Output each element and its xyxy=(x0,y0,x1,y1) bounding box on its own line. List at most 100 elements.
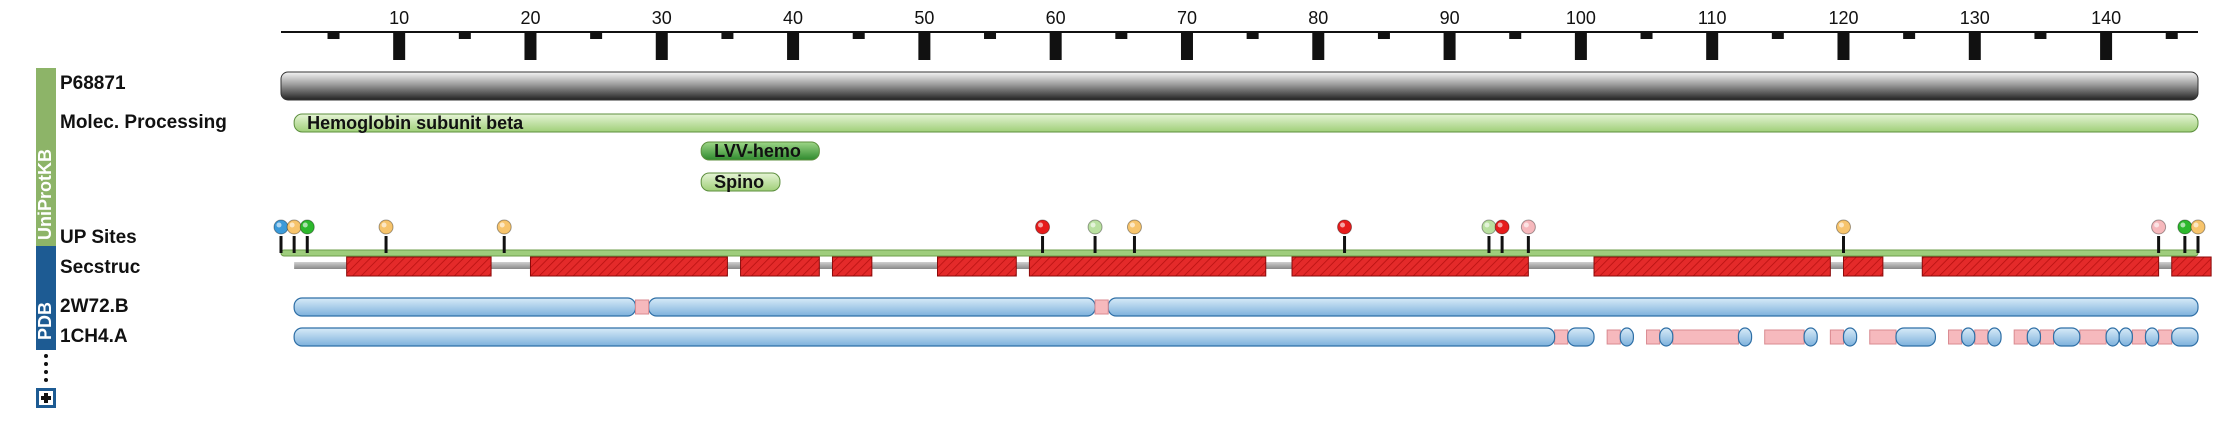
pdb-mismatch xyxy=(1869,329,1897,345)
up-sites-track-label: UP Sites xyxy=(60,227,137,248)
molec-feature-bar[interactable] xyxy=(700,141,820,161)
molec-feature-label: Spino xyxy=(714,172,764,192)
ruler-major-tick xyxy=(1049,32,1062,60)
secstruc-helix[interactable] xyxy=(1593,256,1831,277)
site-highlight xyxy=(499,222,505,228)
ruler-minor-tick xyxy=(984,32,997,39)
secstruc-helix[interactable] xyxy=(2171,256,2212,277)
ruler-major-tick xyxy=(918,32,931,60)
pdb-mismatch xyxy=(1974,329,1989,345)
site-marker[interactable] xyxy=(2151,219,2167,235)
pdb-chain-segment[interactable] xyxy=(1987,327,2002,347)
ruler-minor-tick xyxy=(2165,32,2178,39)
pdb-chain-segment[interactable] xyxy=(1567,327,1595,347)
ruler-major-tick xyxy=(2100,32,2113,60)
ruler-major-tick xyxy=(1443,32,1456,60)
ruler-minor-tick xyxy=(852,32,865,39)
pdb-chain-segment[interactable] xyxy=(2105,327,2120,347)
ruler-minor-tick xyxy=(2034,32,2047,39)
ruler-minor-tick xyxy=(1115,32,1128,39)
ruler-tick-label: 80 xyxy=(1308,8,1328,28)
pdb-chain-segment[interactable] xyxy=(2144,327,2160,347)
site-highlight xyxy=(1497,222,1503,228)
secstruc-helix[interactable] xyxy=(937,256,1017,277)
secstruc-track-label: Secstruc xyxy=(60,257,141,278)
pdb-mismatch xyxy=(2013,329,2028,345)
secstruc-helix[interactable] xyxy=(1291,256,1529,277)
site-marker[interactable] xyxy=(1126,219,1142,235)
pdb-mismatch xyxy=(635,299,650,315)
molec-feature-label: Hemoglobin subunit beta xyxy=(307,113,524,133)
site-highlight xyxy=(276,222,282,228)
secstruc-helix[interactable] xyxy=(740,256,820,277)
molec-feature-bar[interactable] xyxy=(700,172,781,192)
sites-baseline xyxy=(280,249,2199,257)
pdb-chain-segment[interactable] xyxy=(1619,327,1635,347)
molec-feature-bar[interactable] xyxy=(293,113,2199,133)
site-marker[interactable] xyxy=(1087,219,1103,235)
pdb-chain-segment[interactable] xyxy=(2171,327,2199,347)
ruler-minor-tick xyxy=(721,32,734,39)
site-marker[interactable] xyxy=(1494,219,1510,235)
pdb-mismatch xyxy=(1554,329,1569,345)
site-marker[interactable] xyxy=(378,219,394,235)
expand-tracks-button[interactable] xyxy=(36,388,56,408)
site-marker[interactable] xyxy=(273,219,289,235)
ruler-major-tick xyxy=(1837,32,1850,60)
pdb-mismatch xyxy=(1764,329,1805,345)
pdb-chain-segment[interactable] xyxy=(2026,327,2042,347)
ruler-major-tick xyxy=(393,32,406,60)
site-marker[interactable] xyxy=(1035,219,1051,235)
site-marker[interactable] xyxy=(1337,219,1353,235)
pdb-chain-segment[interactable] xyxy=(1842,327,1858,347)
plus-icon xyxy=(41,393,51,403)
ruler-tick-label: 70 xyxy=(1177,8,1197,28)
site-highlight xyxy=(1484,222,1490,228)
molec-processing-track-label: Molec. Processing xyxy=(60,112,227,133)
site-marker[interactable] xyxy=(496,219,512,235)
pdb-chain-segment[interactable] xyxy=(1659,327,1674,347)
pdb-chain-segment[interactable] xyxy=(1107,297,2199,317)
ruler-major-tick xyxy=(655,32,668,60)
pdb-chain-segment[interactable] xyxy=(1961,327,1976,347)
ruler-minor-tick xyxy=(1246,32,1259,39)
secstruc-helix[interactable] xyxy=(529,256,728,277)
site-marker[interactable] xyxy=(299,219,315,235)
ruler-tick-label: 10 xyxy=(389,8,409,28)
site-marker[interactable] xyxy=(2177,219,2193,235)
secstruc-track xyxy=(294,256,2212,277)
site-marker[interactable] xyxy=(1835,219,1851,235)
pdb-chain-segment[interactable] xyxy=(293,327,1556,347)
protein-sequence-bar[interactable] xyxy=(280,71,2199,101)
site-highlight xyxy=(1838,222,1844,228)
pdb-chain-segment[interactable] xyxy=(1803,327,1818,347)
pdb-chain-segment[interactable] xyxy=(293,297,637,317)
secstruc-helix[interactable] xyxy=(1028,256,1267,277)
pdb-chain-segment[interactable] xyxy=(648,297,1096,317)
ruler-minor-tick xyxy=(458,32,471,39)
secstruc-helix[interactable] xyxy=(1921,256,2160,277)
site-marker[interactable] xyxy=(1520,219,1536,235)
pdb-mismatch xyxy=(2158,329,2173,345)
ruler-major-tick xyxy=(1968,32,1981,60)
site-marker[interactable] xyxy=(286,219,302,235)
secstruc-helix[interactable] xyxy=(1842,256,1884,277)
site-highlight xyxy=(289,222,295,228)
ruler-tick-label: 30 xyxy=(652,8,672,28)
pdb-2w72b-track-label: 2W72.B xyxy=(60,296,129,317)
molec-feature-label: LVV-hemo xyxy=(714,141,801,161)
site-highlight xyxy=(2154,222,2160,228)
pdb-mismatch xyxy=(1948,329,1963,345)
pdb-chain-segment[interactable] xyxy=(2052,327,2081,347)
site-marker[interactable] xyxy=(1481,219,1497,235)
site-marker[interactable] xyxy=(2190,219,2206,235)
pdb-chain-segment[interactable] xyxy=(2118,327,2133,347)
secstruc-helix[interactable] xyxy=(346,256,492,277)
pdb-chain-segment[interactable] xyxy=(1895,327,1936,347)
ruler-tick-label: 20 xyxy=(520,8,540,28)
pdb-chain-segment[interactable] xyxy=(1737,327,1753,347)
secstruc-helix[interactable] xyxy=(831,256,873,277)
site-highlight xyxy=(1129,222,1135,228)
